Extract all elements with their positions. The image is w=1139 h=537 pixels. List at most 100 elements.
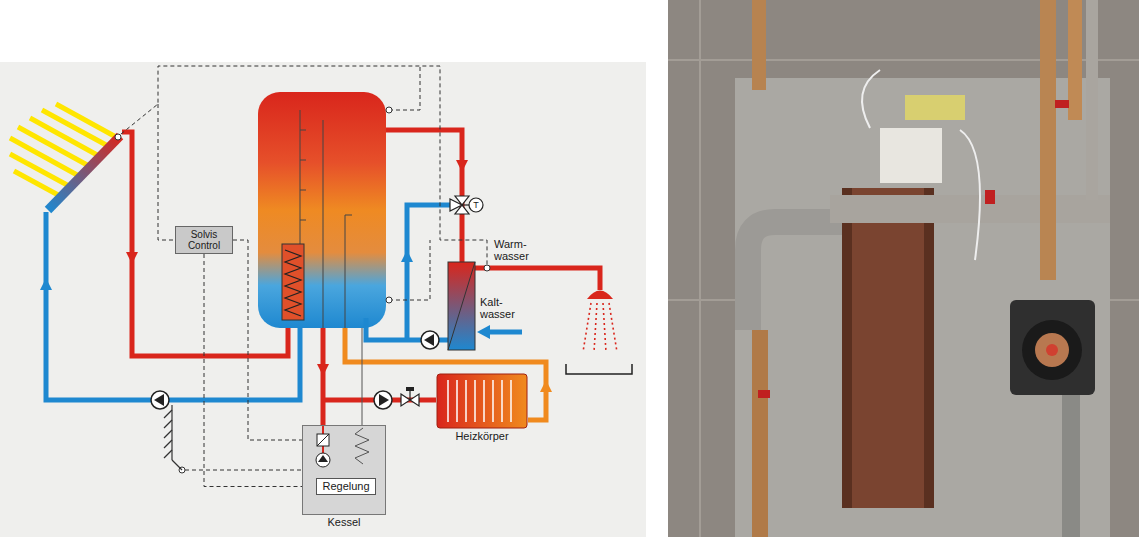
radiator-fin: [447, 380, 449, 422]
pump-symbol: [374, 391, 392, 409]
photo: [668, 0, 1139, 537]
hot-water-circuit: [488, 330, 522, 335]
hot-water-circuit: [407, 205, 450, 340]
radiator-body: [437, 374, 527, 428]
pump-symbol: [151, 391, 169, 409]
solar-coil: [282, 244, 304, 320]
photo: [852, 188, 924, 508]
outdoor-sensor: [164, 410, 172, 418]
photo: [758, 390, 770, 398]
radiator: Heizkörper: [436, 372, 528, 443]
hot-water-circuit: [475, 268, 600, 290]
valve-symbol: [409, 390, 410, 400]
flow-arrow: [40, 278, 52, 290]
photo: [699, 0, 701, 537]
storage-tank: [258, 92, 386, 328]
photo: [668, 0, 1139, 537]
mixing-valve: [450, 196, 483, 214]
photo: [1022, 320, 1082, 380]
radiator-symbol: [436, 372, 528, 430]
tank-scale: [300, 130, 306, 131]
photo: [985, 190, 995, 204]
tank-scale: [323, 120, 324, 328]
flow-arrow: [540, 380, 552, 392]
outdoor-sensor: [171, 405, 172, 460]
heating-circuit: [321, 328, 326, 425]
shower: [587, 291, 613, 300]
node-text: Heizkörper: [436, 430, 528, 443]
boiler-symbols: [303, 426, 385, 476]
outdoor-sensor: [164, 450, 172, 458]
hot-water-circuit: [386, 130, 462, 262]
outdoor-sensor: [164, 405, 182, 470]
shower: [583, 303, 617, 352]
control-box: Solvis Control: [175, 226, 233, 254]
control-wires: [389, 240, 430, 300]
flow-arrow: [477, 325, 490, 339]
pipe-label: Kalt- wasser: [480, 296, 524, 320]
flow-arrow: [126, 252, 138, 264]
radiator-fin: [510, 380, 512, 422]
radiator-fin: [492, 380, 494, 422]
node-heading: Kessel: [303, 516, 385, 528]
collector-rays: [10, 154, 69, 186]
sensor-dot: [115, 107, 490, 473]
heat-exchanger: [448, 262, 475, 350]
pump-symbol: [151, 391, 169, 409]
sensor-letter: T: [469, 199, 483, 211]
photo: [1035, 333, 1069, 367]
mixing-valve: [469, 198, 483, 212]
photo: [862, 70, 880, 128]
shower: [609, 303, 617, 352]
flow-arrow: [317, 364, 329, 376]
outdoor-sensor: [164, 420, 172, 428]
hot-water-circuit: [366, 130, 600, 340]
mixing-valve: [450, 199, 462, 211]
radiator-fin: [483, 380, 485, 422]
diagram-ground: [0, 62, 646, 537]
outdoor-sensor: [164, 430, 172, 438]
tank-scale: [345, 215, 352, 216]
solar-coil: [282, 244, 304, 320]
flow-arrow: [456, 160, 468, 172]
shower: [594, 303, 597, 352]
shower: [583, 303, 591, 352]
radiator-fin: [474, 380, 476, 422]
shower: [566, 364, 632, 374]
pump-symbol: [421, 331, 439, 349]
photo: [1110, 299, 1139, 301]
heat-exchanger: [448, 262, 475, 350]
control-wires: [121, 66, 487, 470]
node-text: Regelung: [319, 480, 373, 493]
burner-symbol: [317, 434, 329, 446]
photo: [752, 0, 766, 90]
radiator-fin: [501, 380, 503, 422]
boiler-coil: [355, 428, 369, 464]
control-wires: [121, 66, 487, 265]
valve-symbol: [401, 387, 419, 406]
outdoor-sensor: [172, 460, 182, 470]
pump-symbol: [316, 453, 330, 467]
tank-scale: [300, 160, 306, 161]
photo: [1040, 0, 1056, 280]
photo: [960, 130, 980, 260]
sensor-dot: [115, 134, 121, 140]
tank-scale: [300, 110, 352, 328]
photo: [880, 128, 942, 183]
photo: [748, 222, 842, 330]
tank-scale: [300, 190, 306, 191]
shower: [603, 303, 606, 352]
sensor-dot: [484, 265, 490, 271]
photo: [1068, 0, 1082, 120]
photo: [842, 188, 934, 508]
node-text: Solvis Control: [179, 229, 229, 251]
boiler-box: RegelungKessel: [302, 425, 386, 515]
photo: [830, 195, 1110, 223]
sensor-dot: [386, 297, 392, 303]
photo: [1046, 344, 1058, 356]
photo: [668, 0, 1139, 537]
controller-box: Regelung: [316, 478, 376, 495]
solar-collector: [48, 136, 120, 210]
radiator-fin: [465, 380, 467, 422]
